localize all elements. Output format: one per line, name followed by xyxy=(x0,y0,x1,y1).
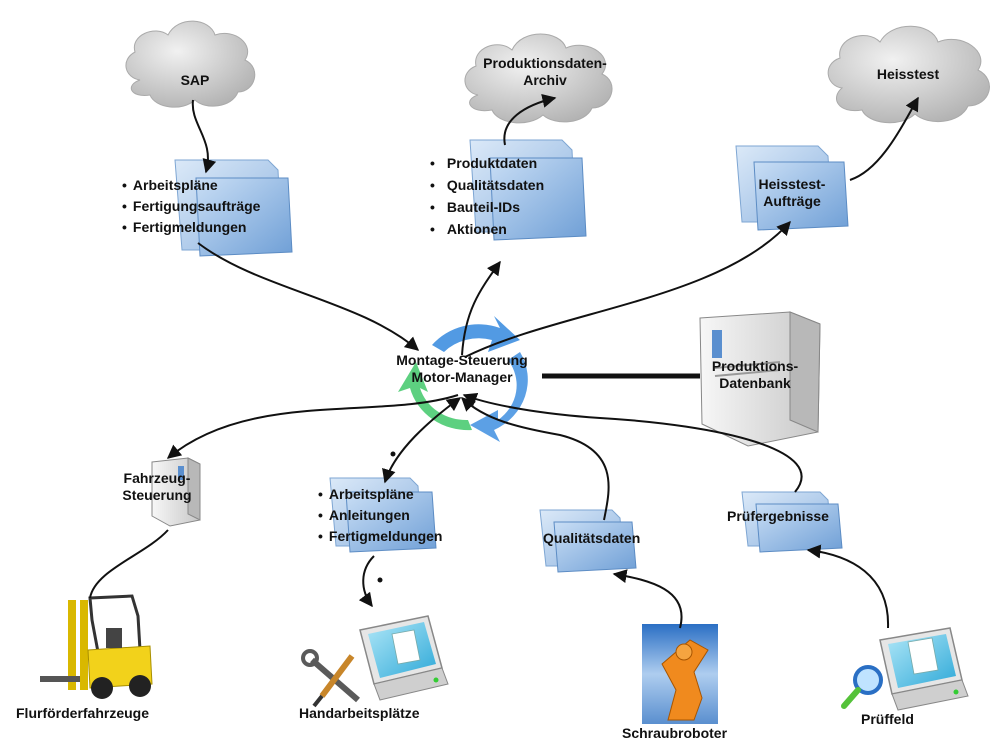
fahrzeug-label: Fahrzeug- Steuerung xyxy=(112,470,202,504)
archiv-label: Produktionsdaten- Archiv xyxy=(470,55,620,89)
forklift-icon xyxy=(40,594,153,699)
list-item: Qualitätsdaten xyxy=(430,174,544,196)
folder-icon xyxy=(735,145,849,231)
connector-sap-folder xyxy=(191,99,217,174)
connector-robot-quality xyxy=(612,569,683,629)
fahrzeug-label-line2: Steuerung xyxy=(122,487,192,503)
connector-quality-center xyxy=(460,397,610,521)
archiv-label-line2: Archiv xyxy=(523,72,567,88)
cloud-icon xyxy=(464,33,613,124)
robot-arm-icon xyxy=(642,624,718,724)
heisstest-auftraege-label: Heisstest- Aufträge xyxy=(742,176,842,210)
list-item: Fertigmeldungen xyxy=(318,526,443,547)
connector-center-archiv-folder xyxy=(461,260,501,356)
datenbank-label-line1: Produktions- xyxy=(711,358,799,374)
connector-archiv-folder-cloud xyxy=(503,94,557,146)
heisstest-auftraege-line1: Heisstest- xyxy=(758,176,826,192)
archiv-folder-list: Produktdaten Qualitätsdaten Bauteil-IDs … xyxy=(430,152,544,240)
connector-fahrzeug-forklift xyxy=(89,529,169,599)
hand-folder-list: Arbeitspläne Anleitungen Fertigmeldungen xyxy=(318,484,443,547)
datenbank-label-line2: Datenbank xyxy=(719,375,791,391)
server-icon xyxy=(151,457,201,527)
folder-icon xyxy=(741,491,843,553)
fahrzeug-label-line1: Fahrzeug- xyxy=(123,470,191,486)
list-item: Fertigungsaufträge xyxy=(122,196,261,217)
handarbeit-label: Handarbeitsplätze xyxy=(299,705,420,721)
cloud-icon xyxy=(125,20,256,108)
list-item: Aktionen xyxy=(430,218,544,240)
list-item: Bauteil-IDs xyxy=(430,196,544,218)
list-item: Arbeitspläne xyxy=(318,484,442,505)
connector-prueffeld-pruef xyxy=(806,544,890,629)
list-item: Anleitungen xyxy=(318,505,442,526)
pruefergebnisse-label: Prüfergebnisse xyxy=(727,508,829,524)
archiv-label-line1: Produktionsdaten- xyxy=(483,55,607,71)
sap-label: SAP xyxy=(180,72,210,88)
datenbank-label: Produktions- Datenbank xyxy=(700,358,810,392)
server-icon xyxy=(699,311,821,447)
connectors xyxy=(89,94,919,629)
connector-sap-folder-center xyxy=(197,242,420,351)
monitor-document-icon xyxy=(359,615,449,701)
connector-hand-monitor xyxy=(358,555,375,608)
folder-icon xyxy=(539,509,637,573)
qualitaetsdaten-label: Qualitätsdaten xyxy=(543,530,641,546)
wrench-screwdriver-icon xyxy=(301,649,360,708)
magnifier-icon xyxy=(841,665,883,709)
list-item: Fertigmeldungen xyxy=(122,217,260,238)
flurfoerder-label: Flurförderfahrzeuge xyxy=(16,705,150,721)
monitor-document-icon xyxy=(879,627,969,711)
center-label: Montage-Steuerung Motor-Manager xyxy=(372,352,552,386)
heisstest-label: Heisstest xyxy=(876,66,940,82)
connector-center-fahrzeug xyxy=(166,394,459,459)
heisstest-auftraege-line2: Aufträge xyxy=(763,193,821,209)
cloud-icon xyxy=(827,25,990,124)
sap-folder-list: Arbeitspläne Fertigungsaufträge Fertigme… xyxy=(122,175,261,238)
center-label-line1: Montage-Steuerung xyxy=(396,352,528,368)
prueffeld-label: Prüffeld xyxy=(861,711,914,727)
list-item: Arbeitspläne xyxy=(122,175,260,196)
connector-heisstest-folder-cloud xyxy=(849,96,919,181)
connector-center-heisstest-folder xyxy=(464,220,791,358)
center-label-line2: Motor-Manager xyxy=(411,369,513,385)
connector-pruef-center xyxy=(462,392,803,493)
connector-hand-center xyxy=(382,397,462,484)
list-item: Produktdaten xyxy=(430,152,544,174)
schraub-label: Schraubroboter xyxy=(622,725,728,741)
